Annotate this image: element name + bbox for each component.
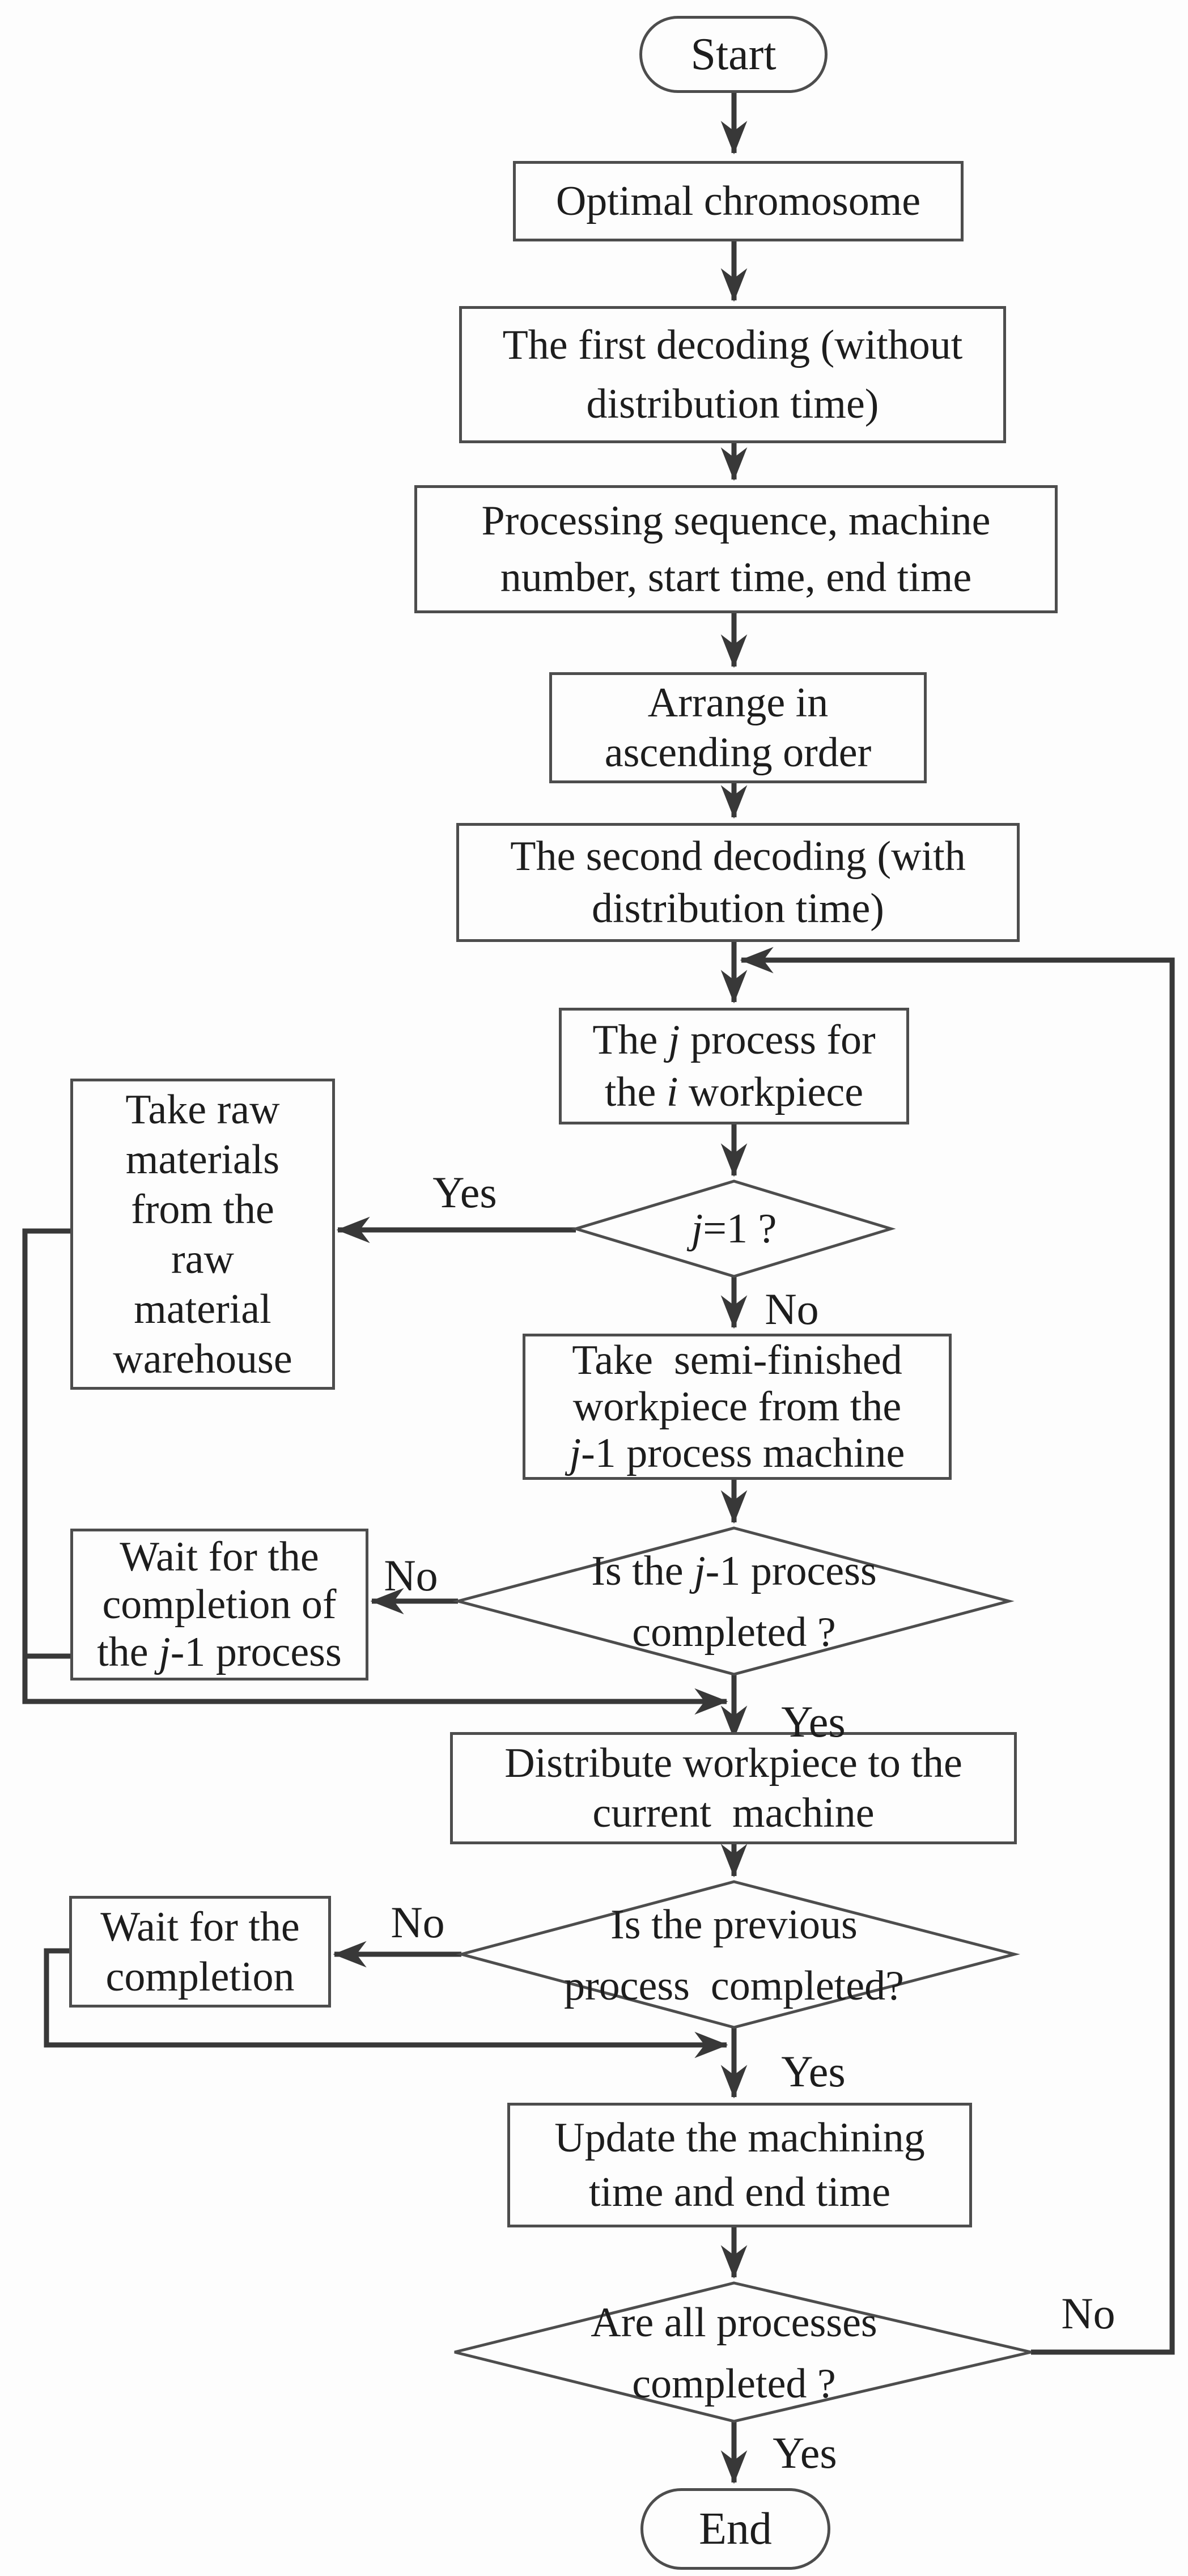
label-all-yes: Yes	[773, 2428, 837, 2477]
decision-j1-shape	[571, 1179, 896, 1278]
node-end-label: End	[699, 2504, 772, 2554]
node-start: Start	[639, 16, 828, 93]
node-j-process: The j process for the i workpiece	[559, 1008, 909, 1124]
node-first-decoding: The first decoding (without distribution…	[459, 306, 1006, 443]
node-processing-sequence: Processing sequence, machine number, sta…	[414, 485, 1058, 613]
node-take-raw-materials: Take raw materials from the raw material…	[70, 1079, 335, 1390]
decision-prev-completed-shape	[456, 1880, 1020, 2029]
edge-takeraw-merge	[22, 1228, 728, 1715]
node-update-machining-time: Update the machining time and end time	[507, 2103, 972, 2227]
node-wait-j1-completion: Wait for the completion of the j-1 proce…	[70, 1529, 368, 1680]
decision-j1-text: j=1 ?	[691, 1206, 777, 1252]
decision-prev-completed-text: Is the previous process completed?	[564, 1902, 904, 2009]
edge-loop-no-feedback	[740, 947, 1175, 2355]
label-j1-no: No	[765, 1284, 819, 1334]
label-prev-no: No	[391, 1898, 445, 1947]
label-prev-yes: Yes	[781, 2047, 846, 2096]
label-j1-yes: Yes	[432, 1168, 497, 1217]
decision-j1-completed-shape	[452, 1526, 1015, 1676]
node-start-label: Start	[690, 29, 777, 79]
node-take-semi-finished: Take semi-finished workpiece from the j-…	[523, 1334, 952, 1480]
node-optimal-chromosome: Optimal chromosome	[513, 161, 964, 241]
node-arrange-ascending: Arrange in ascending order	[549, 672, 927, 783]
node-second-decoding: The second decoding (with distribution t…	[456, 823, 1020, 942]
node-distribute-workpiece: Distribute workpiece to the current mach…	[450, 1732, 1017, 1844]
decision-all-completed-shape	[454, 2281, 1032, 2423]
edge-waitprev-merge	[44, 1948, 728, 2059]
decision-j1-completed-text: Is the j-1 process completed ?	[591, 1548, 877, 1656]
node-wait-completion: Wait for the completion	[69, 1896, 331, 2008]
decision-all-completed-text: Are all processes completed ?	[591, 2299, 877, 2407]
node-end: End	[640, 2488, 830, 2570]
label-j1c-yes: Yes	[781, 1697, 846, 1746]
label-all-no: No	[1061, 2289, 1115, 2338]
label-j1c-no: No	[384, 1551, 438, 1600]
